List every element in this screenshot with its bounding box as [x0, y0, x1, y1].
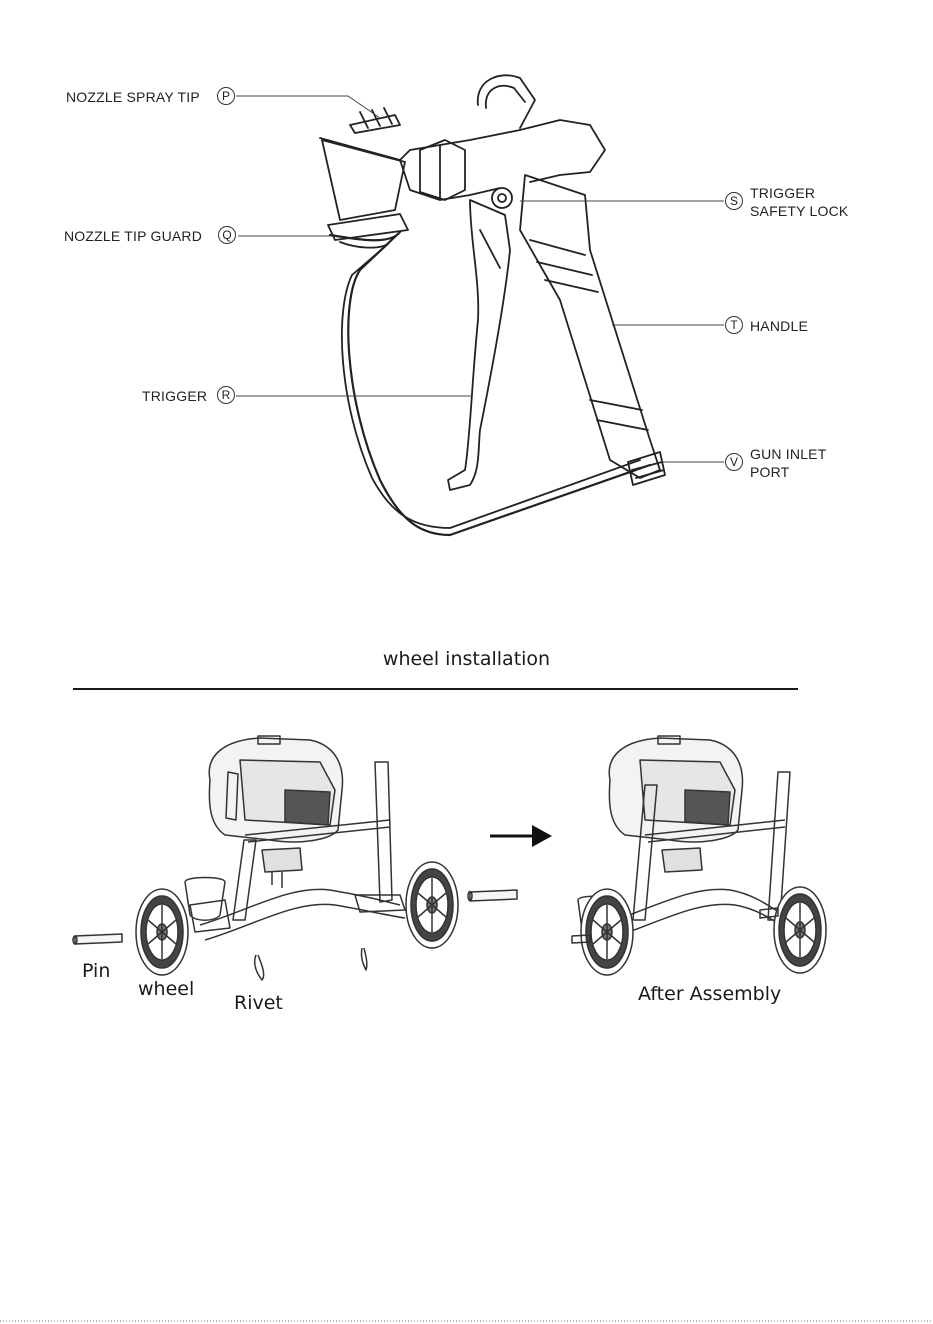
page-bottom-edge	[0, 1320, 933, 1322]
callout-label-gun-inlet-port-line2: PORT	[750, 463, 789, 481]
callout-marker-s: S	[725, 192, 743, 210]
part-label-rivet: Rivet	[234, 992, 283, 1014]
callout-label-gun-inlet-port-line1: GUN INLET	[750, 445, 826, 463]
callout-label-nozzle-tip-guard: NOZZLE TIP GUARD	[64, 227, 202, 245]
callout-label-handle: HANDLE	[750, 317, 808, 335]
section-divider	[73, 688, 798, 690]
part-label-wheel: wheel	[138, 978, 194, 1000]
callout-marker-v: V	[725, 453, 743, 471]
callout-label-trigger-safety-lock-line2: SAFETY LOCK	[750, 202, 848, 220]
callout-label-trigger: TRIGGER	[142, 387, 207, 405]
callout-label-trigger-safety-lock-line1: TRIGGER	[750, 184, 815, 202]
callout-marker-r: R	[217, 386, 235, 404]
part-label-after-assembly: After Assembly	[638, 983, 781, 1005]
section-title-wheel-installation: wheel installation	[0, 648, 933, 670]
callout-label-nozzle-spray-tip: NOZZLE SPRAY TIP	[66, 88, 200, 106]
callout-marker-p: P	[217, 87, 235, 105]
part-label-pin: Pin	[82, 960, 110, 982]
callout-marker-t: T	[725, 316, 743, 334]
callout-marker-q: Q	[218, 226, 236, 244]
